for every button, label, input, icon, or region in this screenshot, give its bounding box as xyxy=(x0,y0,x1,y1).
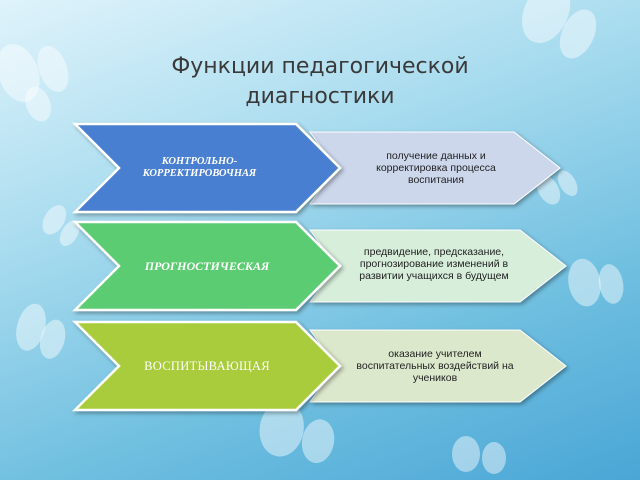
row-2-function-label: ПРОГНОСТИЧЕСКАЯ xyxy=(144,258,270,273)
row-3-description: оказание учителем воспитательных воздейс… xyxy=(356,348,514,384)
row-3-function-label: ВОСПИТЫВАЮЩАЯ xyxy=(144,358,270,373)
butterfly-icon xyxy=(452,436,506,474)
row-1-function-label: КОНТРОЛЬНО-КОРРЕКТИРОВОЧНАЯ xyxy=(142,156,257,179)
row-3-function-chevron xyxy=(71,320,342,412)
butterfly-icon xyxy=(522,0,597,59)
slide-title: Функции педагогической диагностики xyxy=(171,54,469,109)
butterfly-icon xyxy=(259,400,335,463)
row-2-function-chevron xyxy=(71,220,342,312)
row-1-description: получение данных и корректировка процесс… xyxy=(376,150,496,186)
row-2-description: предвидение, предсказание, прогнозирован… xyxy=(359,246,509,282)
butterfly-icon xyxy=(42,205,80,247)
butterfly-icon xyxy=(16,303,66,359)
butterfly-icon xyxy=(568,258,624,307)
row-1-function-chevron xyxy=(71,122,342,214)
butterfly-icon xyxy=(536,170,578,205)
butterfly-icon xyxy=(0,43,69,122)
